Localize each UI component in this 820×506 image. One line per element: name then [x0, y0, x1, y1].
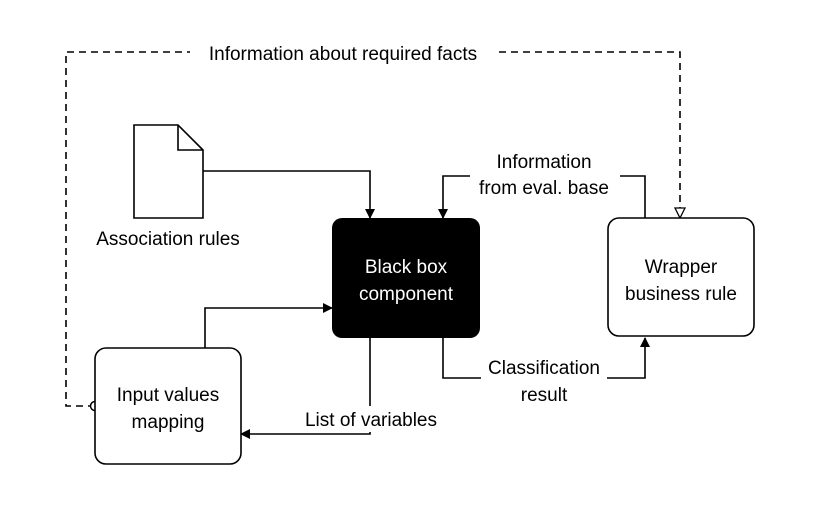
wrapper-label-line1: Wrapper	[645, 257, 718, 278]
variables-label: List of variables	[305, 410, 437, 431]
required-facts-label: Information about required facts	[209, 44, 477, 65]
wrapper-node	[607, 217, 755, 337]
eval-base-label-bg	[470, 148, 620, 202]
black-box-label-line2: component	[359, 284, 454, 305]
wrapper-label-line2: business rule	[625, 284, 737, 305]
eval-base-label-line1: Information	[496, 152, 591, 173]
input-mapping-label-line1: Input values	[117, 385, 219, 406]
classification-label-line2: result	[521, 385, 568, 406]
classification-label-bg	[481, 352, 607, 408]
required-facts-label-bg	[190, 40, 496, 66]
mapping-to-blackbox-edge	[204, 303, 333, 348]
variables-label-bg	[296, 406, 446, 432]
input-mapping-node	[94, 347, 242, 465]
document-icon	[133, 124, 204, 219]
classification-label-line1: Classification	[488, 358, 600, 379]
variables-edge	[240, 338, 371, 439]
black-box-label-line1: Black box	[365, 257, 448, 278]
input-mapping-label-line2: mapping	[132, 412, 205, 433]
document-fold	[177, 125, 203, 151]
eval-base-label-line2: from eval. base	[479, 178, 609, 199]
association-to-blackbox-edge	[203, 170, 375, 219]
black-box-node	[332, 218, 480, 338]
association-rules-label: Association rules	[96, 229, 240, 250]
